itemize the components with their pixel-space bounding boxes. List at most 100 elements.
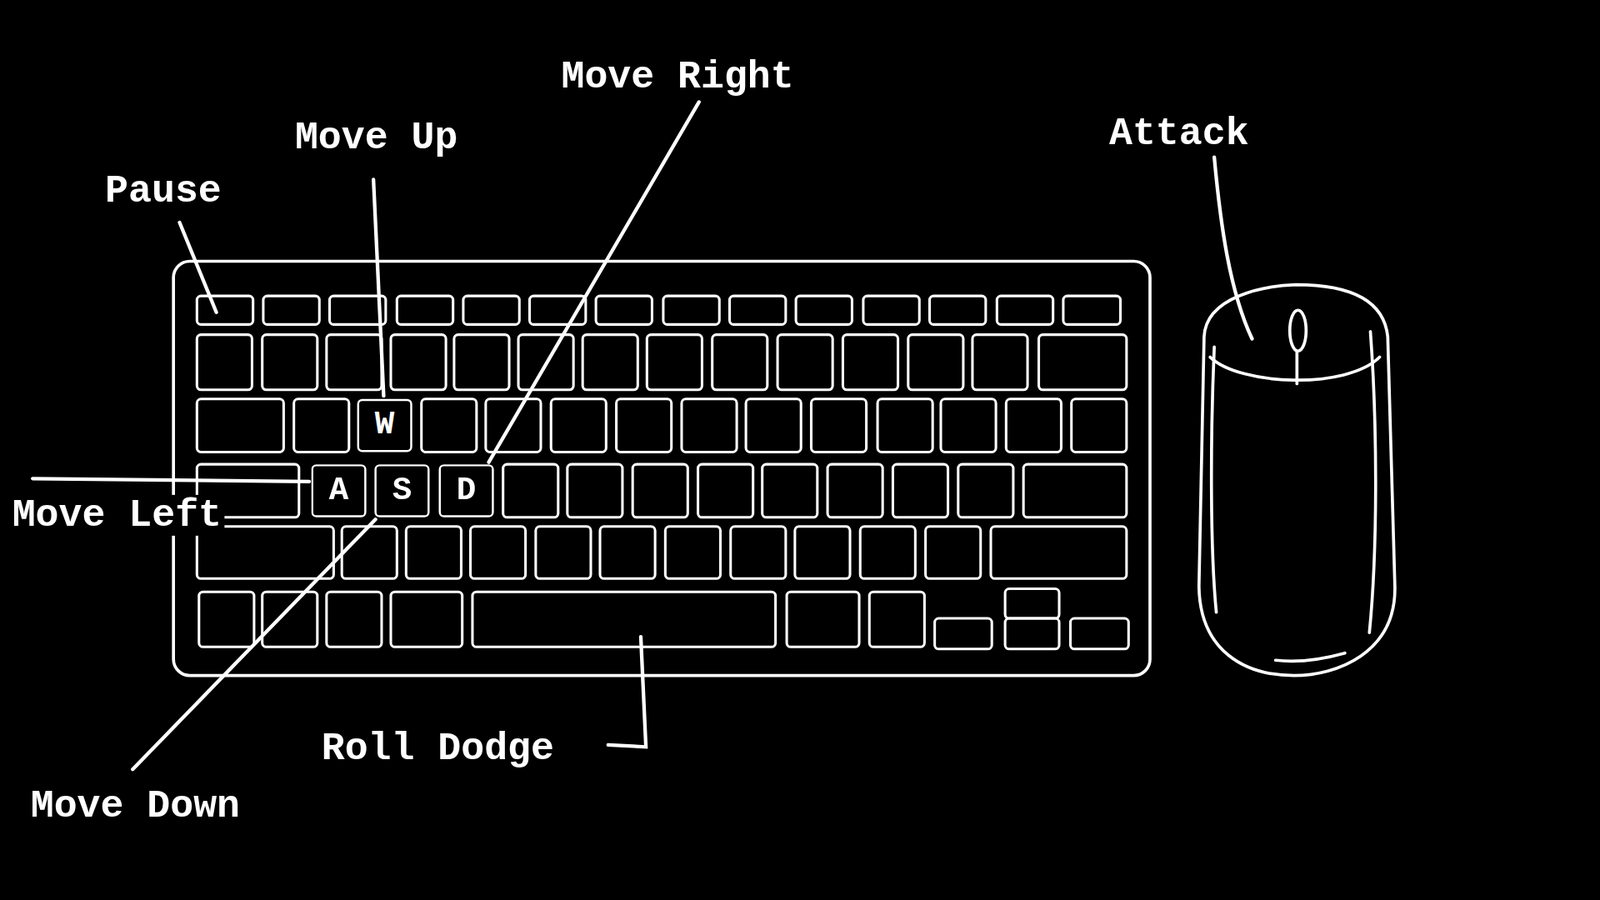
control-label: Move Right [558, 57, 798, 99]
keycap [1005, 399, 1061, 453]
keyboard-outline [173, 260, 1150, 675]
mouse-symbol [1199, 285, 1395, 676]
keycap [1039, 335, 1127, 390]
key-letter: A [329, 474, 350, 507]
keycap [863, 295, 920, 325]
keycap [263, 295, 320, 325]
mouse-side-line [1369, 331, 1376, 633]
leader-line [1214, 157, 1252, 340]
keycap [877, 399, 933, 453]
keycap [405, 526, 461, 579]
control-label: Move Down [27, 785, 244, 827]
key-letter: D [456, 474, 477, 507]
keycap [730, 295, 786, 325]
keyboard-keys [196, 295, 1129, 650]
keycap [972, 335, 1028, 390]
keycap [1023, 464, 1127, 518]
keycap [892, 464, 948, 518]
mouse-wheel [1290, 310, 1307, 351]
leader-lines [32, 101, 1252, 770]
keycap [341, 526, 397, 579]
keycap [681, 399, 737, 453]
keycap [698, 464, 754, 518]
keycap [745, 399, 801, 453]
control-label: Attack [1105, 113, 1252, 155]
keycap [199, 591, 255, 647]
keycap [730, 526, 786, 579]
keycap [550, 399, 606, 453]
keycap [762, 464, 818, 518]
keycap [503, 464, 559, 518]
keycap [463, 295, 520, 325]
keycap [930, 295, 986, 325]
keycap [595, 295, 652, 325]
control-label: Roll Dodge [318, 728, 558, 770]
control-label: Move Up [291, 117, 461, 159]
mouse-bottom-line [1275, 653, 1345, 662]
leader-line [32, 478, 310, 482]
keycap [616, 399, 672, 453]
highlighted-key: A [310, 464, 366, 518]
keycap [665, 526, 720, 579]
keycap [470, 526, 525, 579]
control-label: Pause [101, 171, 225, 213]
keycap [582, 335, 638, 390]
keycap [262, 335, 318, 390]
mouse-outline [1199, 285, 1395, 676]
leader-line [373, 180, 384, 397]
keycap [663, 295, 720, 325]
keycap [842, 335, 898, 390]
leader-line [608, 636, 646, 747]
keycap [1063, 295, 1121, 325]
keycap [1070, 618, 1129, 650]
keycap [860, 526, 915, 579]
keycap [1005, 618, 1060, 650]
keycap [196, 295, 253, 325]
keycap [326, 335, 382, 390]
key-letter: S [392, 474, 413, 507]
keycap [869, 591, 925, 647]
keycap [940, 399, 996, 453]
keycap [795, 526, 850, 579]
keycap [777, 335, 833, 390]
keycap [535, 526, 591, 579]
highlighted-key: W [357, 399, 413, 453]
keycap [925, 526, 981, 579]
keycap [390, 335, 446, 390]
keycap [472, 591, 776, 647]
mouse-side-line [1211, 346, 1217, 612]
leader-line [180, 222, 217, 313]
highlighted-key: S [374, 464, 430, 518]
keycap [196, 399, 284, 453]
keycap [958, 464, 1014, 518]
keycap [262, 591, 318, 647]
mouse-divider [1295, 351, 1299, 384]
keycap [454, 335, 510, 390]
leader-line [489, 101, 700, 462]
keycap [330, 295, 386, 325]
keycap [196, 335, 252, 390]
keycap [810, 399, 866, 453]
control-label: Move Left [9, 495, 225, 536]
keycap [600, 526, 655, 579]
key-letter: W [375, 409, 395, 442]
keycap [1005, 589, 1060, 620]
keycap [485, 399, 541, 453]
keycap [908, 335, 964, 390]
keycap [396, 295, 453, 325]
mouse-button-line [1210, 357, 1380, 381]
keycap [567, 464, 623, 518]
highlighted-key: D [439, 464, 495, 518]
keycap [712, 335, 768, 390]
keycap [795, 295, 852, 325]
keycap [646, 335, 702, 390]
keycap [294, 399, 350, 453]
keycap [827, 464, 883, 518]
keycap [326, 591, 382, 647]
keycap [421, 399, 477, 453]
keycap [990, 526, 1127, 579]
keycap [1071, 399, 1127, 453]
keycap [390, 591, 463, 647]
